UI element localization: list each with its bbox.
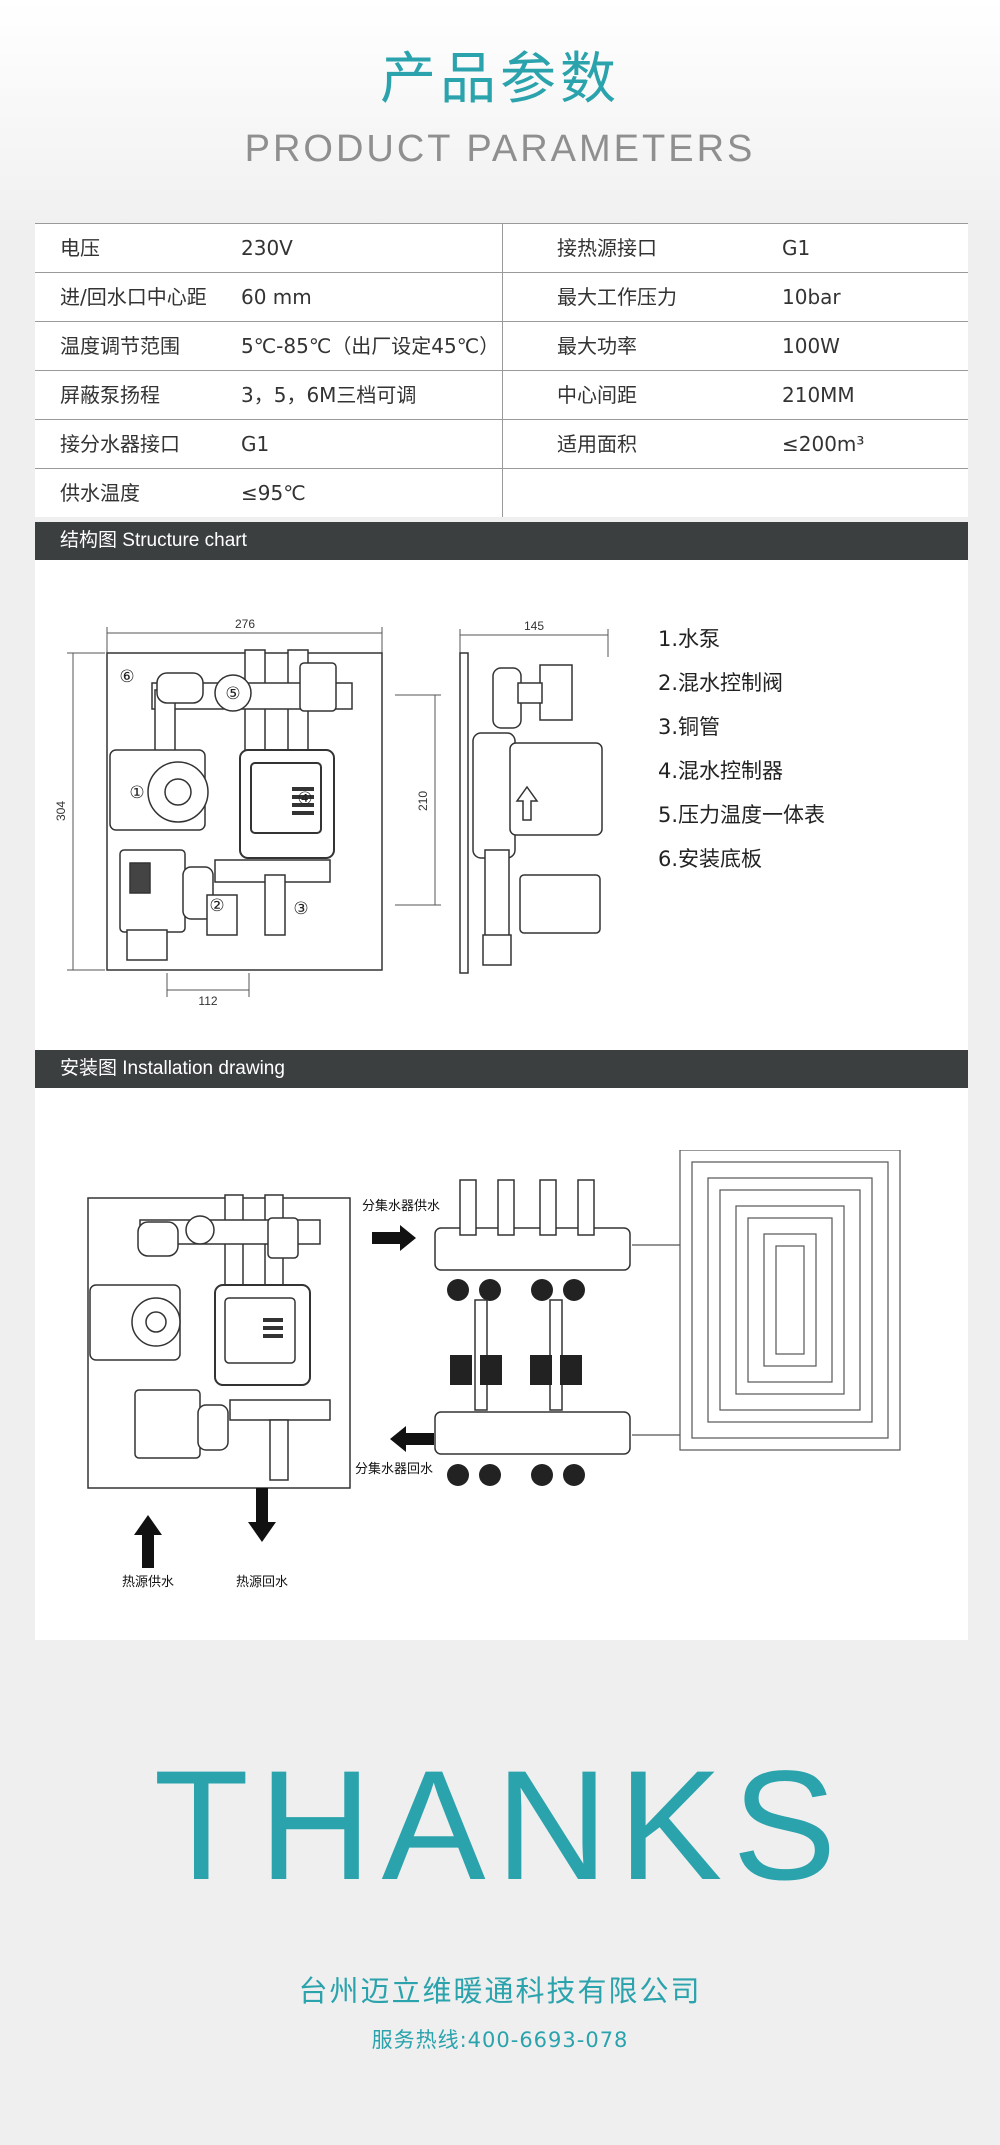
param-key: 适用面积 bbox=[557, 432, 637, 456]
table-row: 温度调节范围 5℃-85℃（出厂设定45℃） 最大功率 100W bbox=[35, 322, 968, 371]
service-hotline: 服务热线:400-6693-078 bbox=[371, 2028, 629, 2052]
dim-side-width-label: 145 bbox=[524, 619, 544, 633]
param-key: 中心间距 bbox=[557, 383, 637, 407]
arrow-down-icon bbox=[248, 1488, 276, 1542]
legend-item: 5.压力温度一体表 bbox=[658, 803, 826, 827]
param-value: G1 bbox=[241, 432, 270, 456]
param-value: 210MM bbox=[782, 383, 855, 407]
structure-legend: 1.水泵 2.混水控制阀 3.铜管 4.混水控制器 5.压力温度一体表 6.安装… bbox=[658, 617, 825, 881]
table-row: 进/回水口中心距 60 mm 最大工作压力 10bar bbox=[35, 273, 968, 322]
param-value: 230V bbox=[241, 236, 293, 260]
legend-item: 4.混水控制器 bbox=[658, 759, 784, 783]
param-key: 供水温度 bbox=[60, 481, 140, 505]
param-key: 接分水器接口 bbox=[60, 432, 180, 456]
param-key: 进/回水口中心距 bbox=[60, 285, 207, 309]
return-manifold bbox=[434, 1299, 631, 1455]
table-row: 电压 230V 接热源接口 G1 bbox=[35, 224, 968, 273]
param-key: 最大工作压力 bbox=[557, 285, 677, 309]
param-value: 5℃-85℃（出厂设定45℃） bbox=[241, 334, 500, 358]
column-divider bbox=[502, 420, 503, 468]
param-value: 60 mm bbox=[241, 285, 312, 309]
column-divider bbox=[502, 469, 503, 517]
param-value: ≤200m³ bbox=[782, 432, 865, 456]
table-row: 接分水器接口 G1 适用面积 ≤200m³ bbox=[35, 420, 968, 469]
legend-item: 3.铜管 bbox=[658, 715, 721, 739]
callout-5: ⑤ bbox=[225, 684, 240, 703]
bottom-fittings bbox=[126, 859, 331, 961]
dim-side-height-label: 210 bbox=[416, 791, 430, 811]
callout-3: ③ bbox=[293, 899, 308, 918]
installation-section-header: 安装图 Installation drawing bbox=[35, 1050, 968, 1088]
param-key: 电压 bbox=[60, 236, 100, 260]
table-row: 屏蔽泵扬程 3，5，6M三档可调 中心间距 210MM bbox=[35, 371, 968, 420]
param-key: 温度调节范围 bbox=[60, 334, 180, 358]
param-key: 接热源接口 bbox=[557, 236, 657, 260]
column-divider bbox=[502, 371, 503, 419]
structure-section-header: 结构图 Structure chart bbox=[35, 522, 968, 560]
return-manifold-label: 分集水器回水 bbox=[355, 1461, 433, 1476]
heat-return-label: 热源回水 bbox=[236, 1574, 288, 1589]
arrow-left-icon bbox=[390, 1426, 434, 1452]
heat-supply-label: 热源供水 bbox=[122, 1574, 174, 1589]
dimension-height bbox=[67, 652, 105, 971]
column-divider bbox=[502, 224, 503, 272]
dim-width-label: 276 bbox=[235, 617, 255, 631]
page-subtitle: PRODUCT PARAMETERS bbox=[244, 128, 756, 170]
arrow-right-icon bbox=[372, 1225, 416, 1251]
param-key: 屏蔽泵扬程 bbox=[60, 383, 160, 407]
arrow-up-icon bbox=[134, 1515, 162, 1568]
floor-heating-coil bbox=[632, 1150, 901, 1451]
page-title: 产品参数 bbox=[380, 47, 620, 112]
callout-1: ① bbox=[129, 783, 144, 802]
water-pump bbox=[109, 749, 209, 831]
dimension-bottom bbox=[166, 973, 250, 997]
param-key: 最大功率 bbox=[557, 334, 637, 358]
param-value: 3，5，6M三档可调 bbox=[241, 383, 417, 407]
legend-item: 1.水泵 bbox=[658, 627, 721, 651]
callout-2: ② bbox=[209, 896, 224, 915]
mixing-valve bbox=[119, 849, 214, 933]
column-divider bbox=[502, 273, 503, 321]
dimension-width bbox=[106, 627, 383, 653]
callout-6: ⑥ bbox=[119, 667, 134, 686]
dim-height-label: 304 bbox=[55, 801, 68, 821]
flow-arrow-icon bbox=[515, 785, 539, 821]
header-background bbox=[0, 0, 1000, 230]
mixing-controller bbox=[239, 749, 335, 859]
dimension-side-width bbox=[459, 629, 609, 657]
supply-manifold-valves bbox=[447, 1279, 585, 1301]
dim-bottom-label: 112 bbox=[198, 994, 217, 1008]
supply-manifold bbox=[434, 1179, 631, 1271]
column-divider bbox=[502, 322, 503, 370]
legend-item: 2.混水控制阀 bbox=[658, 671, 784, 695]
side-base-plate bbox=[459, 652, 469, 974]
parameters-table: 电压 230V 接热源接口 G1 进/回水口中心距 60 mm 最大工作压力 1… bbox=[35, 223, 968, 517]
side-view-assembly bbox=[472, 664, 603, 966]
param-value: ≤95℃ bbox=[241, 481, 306, 505]
controller-slots bbox=[292, 787, 314, 815]
callout-4: ④ bbox=[297, 789, 312, 808]
installation-diagram: 分集水器供水 分集水器回水 热源供水 热源回水 bbox=[87, 1150, 901, 1589]
supply-manifold-label: 分集水器供水 bbox=[362, 1198, 440, 1213]
param-value: 100W bbox=[782, 334, 840, 358]
param-value: G1 bbox=[782, 236, 811, 260]
dimension-side-height bbox=[395, 694, 441, 906]
thanks-heading: THANKS bbox=[153, 1739, 847, 1913]
table-row: 供水温度 ≤95℃ bbox=[35, 469, 968, 517]
mixing-station-parts bbox=[89, 1194, 331, 1481]
return-manifold-actuators bbox=[447, 1355, 585, 1486]
mixing-controller-slots bbox=[263, 1318, 283, 1338]
param-value: 10bar bbox=[782, 285, 841, 309]
company-name: 台州迈立维暖通科技有限公司 bbox=[298, 1974, 702, 2008]
legend-item: 6.安装底板 bbox=[658, 847, 763, 871]
structure-diagram: 276 304 bbox=[55, 617, 609, 1008]
